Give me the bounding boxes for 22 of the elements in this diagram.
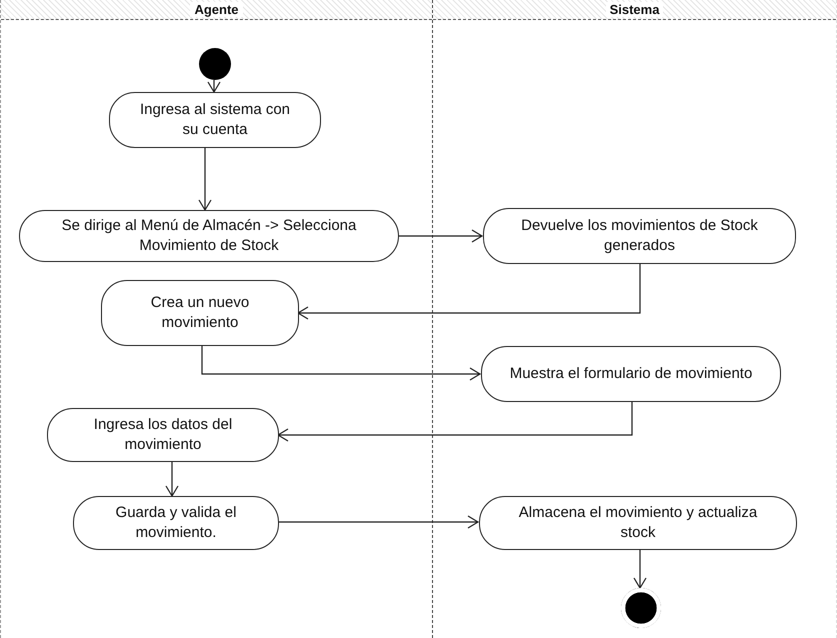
arrow bbox=[165, 462, 179, 497]
action-node: Guarda y valida el movimiento. bbox=[73, 496, 279, 550]
arrow bbox=[297, 264, 641, 320]
action-node: Almacena el movimiento y actualiza stock bbox=[479, 496, 797, 550]
lane-header: Agente bbox=[1, 0, 432, 20]
arrow bbox=[201, 346, 481, 381]
swimlane bbox=[0, 0, 432, 638]
action-node: Crea un nuevo movimiento bbox=[101, 280, 299, 346]
arrow bbox=[207, 80, 221, 93]
action-node: Ingresa al sistema con su cuenta bbox=[109, 92, 321, 148]
arrow bbox=[633, 550, 647, 589]
swimlane bbox=[432, 0, 837, 638]
arrow bbox=[398, 229, 483, 243]
arrow bbox=[278, 515, 479, 529]
action-node: Muestra el formulario de movimiento bbox=[481, 346, 781, 402]
action-node: Devuelve los movimientos de Stock generados bbox=[483, 208, 796, 264]
arrow bbox=[277, 402, 633, 442]
action-node: Se dirige al Menú de Almacén -> Selecciona Movimiento de Stock bbox=[19, 210, 399, 262]
lane-header: Sistema bbox=[433, 0, 836, 20]
action-node: Ingresa los datos del movimiento bbox=[47, 408, 279, 462]
start-node bbox=[199, 48, 231, 80]
arrow bbox=[198, 148, 212, 211]
